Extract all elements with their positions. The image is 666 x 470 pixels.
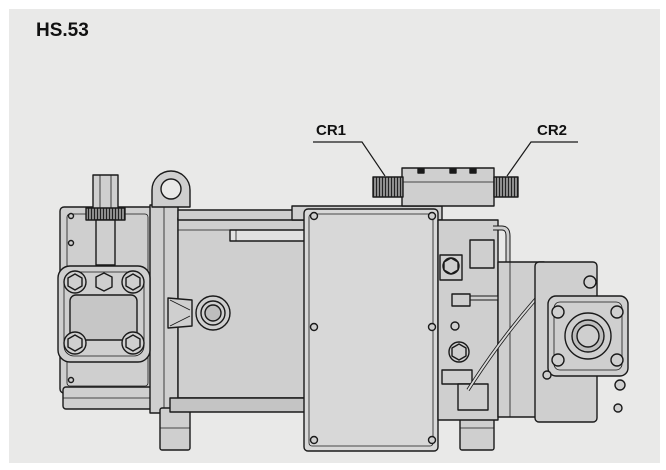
knob-and-pipe — [85, 174, 126, 266]
right-section — [437, 219, 545, 421]
diagram-title: HS.53 — [36, 20, 89, 41]
square-flange — [57, 265, 151, 363]
lifting-eye — [151, 170, 191, 208]
terminal-box — [303, 208, 439, 452]
callout-leaders — [313, 141, 578, 177]
callout-cr1: CR1 — [316, 122, 347, 139]
valve-block — [372, 167, 519, 207]
sight-glass — [167, 295, 231, 331]
left-housing-bolts — [67, 212, 75, 384]
callout-cr2: CR2 — [537, 122, 568, 139]
motor-body — [177, 205, 443, 399]
discharge-flange — [534, 261, 629, 423]
